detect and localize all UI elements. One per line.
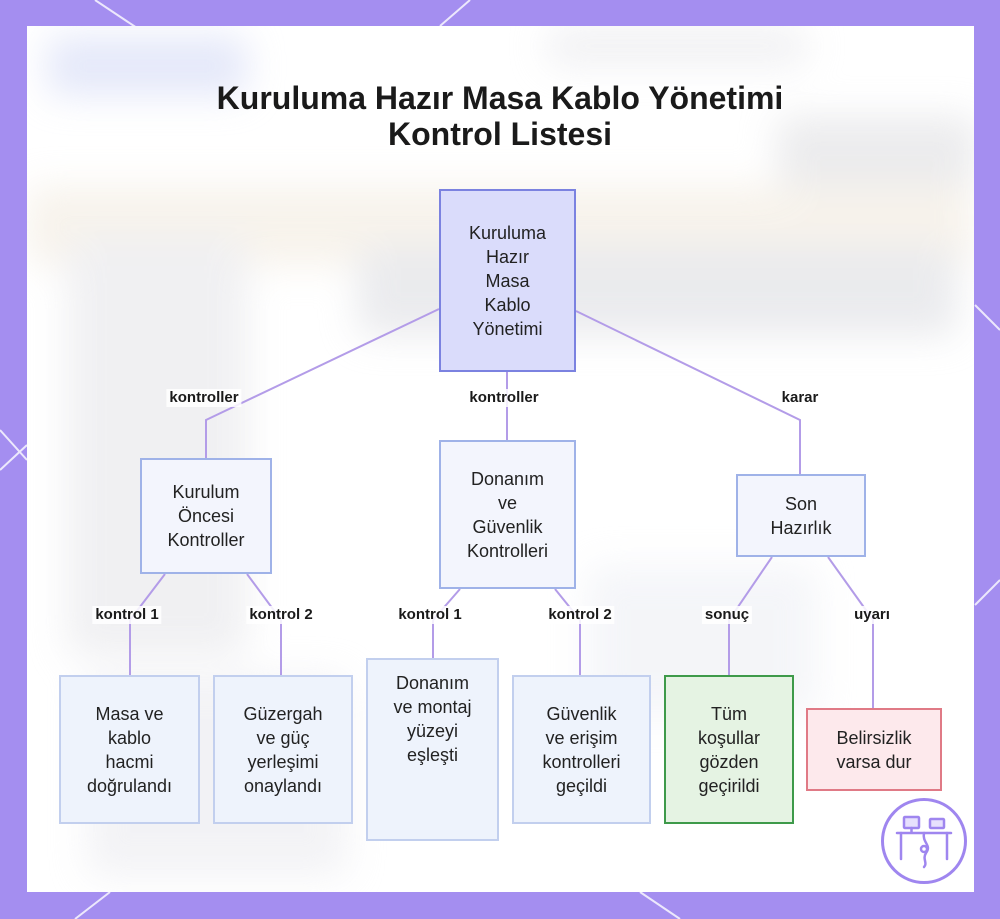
node-all-reviewed-line: Tüm (711, 703, 747, 724)
edge-label-hw-sec: kontrol 2 (545, 606, 615, 624)
node-pre-install-line: Kurulum (172, 482, 240, 502)
edge-label-hw-mount: kontrol 1 (395, 606, 465, 624)
node-route-power-line: ve güç (256, 727, 310, 748)
node-hardware-mount-line: yüzeyi (406, 720, 458, 741)
node-all-reviewed-line: koşullar (697, 727, 761, 748)
node-desk-volume-line: Masa ve (95, 703, 164, 724)
node-route-power: Güzergah ve güç yerleşimi onaylandı (213, 675, 353, 824)
node-hardware-mount: Donanım ve montaj yüzeyi eşleşti (366, 658, 499, 841)
node-root-line: Kuruluma (468, 222, 547, 243)
node-hardware-security-line: Donanım (470, 468, 545, 489)
node-security-access-line: Güvenlik (546, 703, 617, 724)
node-pre-install: Kurulum Öncesi Kontroller (140, 458, 272, 574)
node-all-reviewed: Tüm koşullar gözden geçirildi (664, 675, 794, 824)
node-hardware-security: Donanım ve Güvenlik Kontrolleri (439, 440, 576, 589)
edge-label-root-pre: kontroller (166, 389, 242, 407)
node-stop-if-unsure-line: varsa dur (836, 751, 912, 772)
edge-root-pre (205, 308, 440, 458)
desk-cable-logo-icon (881, 798, 967, 884)
node-stop-if-unsure: Belirsizlik varsa dur (806, 708, 942, 791)
node-final-prep-line: Son (784, 493, 817, 514)
edge-pre-desk (129, 573, 166, 675)
edge-hw-sec (554, 588, 581, 675)
node-root-line: Yönetimi (472, 318, 543, 339)
node-desk-volume-line: hacmi (105, 751, 154, 772)
node-pre-install-line: Kontroller (167, 530, 245, 550)
page-title-line-1: Kuruluma Hazır Masa Kablo Yönetimi (216, 80, 784, 116)
node-security-access-line: geçildi (555, 775, 608, 796)
node-pre-install-line: Öncesi (177, 506, 234, 526)
node-final-prep-line: Hazırlık (770, 517, 832, 538)
edge-label-root-final: karar (778, 389, 822, 407)
page-title-line-2: Kontrol Listesi (387, 116, 612, 152)
node-security-access-line: kontrolleri (542, 751, 621, 772)
edge-label-final-warn: uyarı (851, 606, 893, 624)
node-hardware-security-line: Kontrolleri (466, 540, 549, 561)
node-route-power-line: Güzergah (243, 703, 323, 724)
edge-label-final-ok: sonuç (701, 606, 753, 624)
node-hardware-security-line: ve (497, 492, 517, 513)
page-title: Kuruluma Hazır Masa Kablo Yönetimi Kontr… (0, 80, 1000, 152)
node-desk-volume-line: kablo (107, 727, 151, 748)
node-desk-volume: Masa ve kablo hacmi doğrulandı (59, 675, 200, 824)
node-root-line: Hazır (485, 246, 529, 267)
node-hardware-mount-line: eşleşti (406, 744, 458, 765)
node-root-line: Kablo (484, 294, 531, 315)
node-security-access-line: ve erişim (545, 727, 618, 748)
node-desk-volume-line: doğrulandı (86, 775, 173, 796)
node-route-power-line: yerleşimi (247, 751, 319, 772)
edge-label-pre-desk: kontrol 1 (92, 606, 162, 624)
node-root-line: Masa (485, 270, 530, 291)
edge-root-final (575, 310, 801, 474)
node-all-reviewed-line: geçirildi (698, 775, 760, 796)
edge-label-root-hw: kontroller (466, 389, 542, 407)
node-security-access: Güvenlik ve erişim kontrolleri geçildi (512, 675, 651, 824)
edge-final-warn (827, 556, 874, 708)
node-route-power-line: onaylandı (243, 775, 323, 796)
edge-label-pre-route: kontrol 2 (246, 606, 316, 624)
node-root: Kuruluma Hazır Masa Kablo Yönetimi (439, 189, 576, 372)
node-hardware-mount-line: Donanım (395, 672, 470, 693)
node-stop-if-unsure-line: Belirsizlik (836, 727, 912, 748)
edge-pre-route (246, 573, 282, 675)
node-hardware-security-line: Güvenlik (472, 516, 543, 537)
node-all-reviewed-line: gözden (699, 751, 759, 772)
node-final-prep: Son Hazırlık (736, 474, 866, 557)
node-hardware-mount-line: ve montaj (393, 696, 472, 717)
